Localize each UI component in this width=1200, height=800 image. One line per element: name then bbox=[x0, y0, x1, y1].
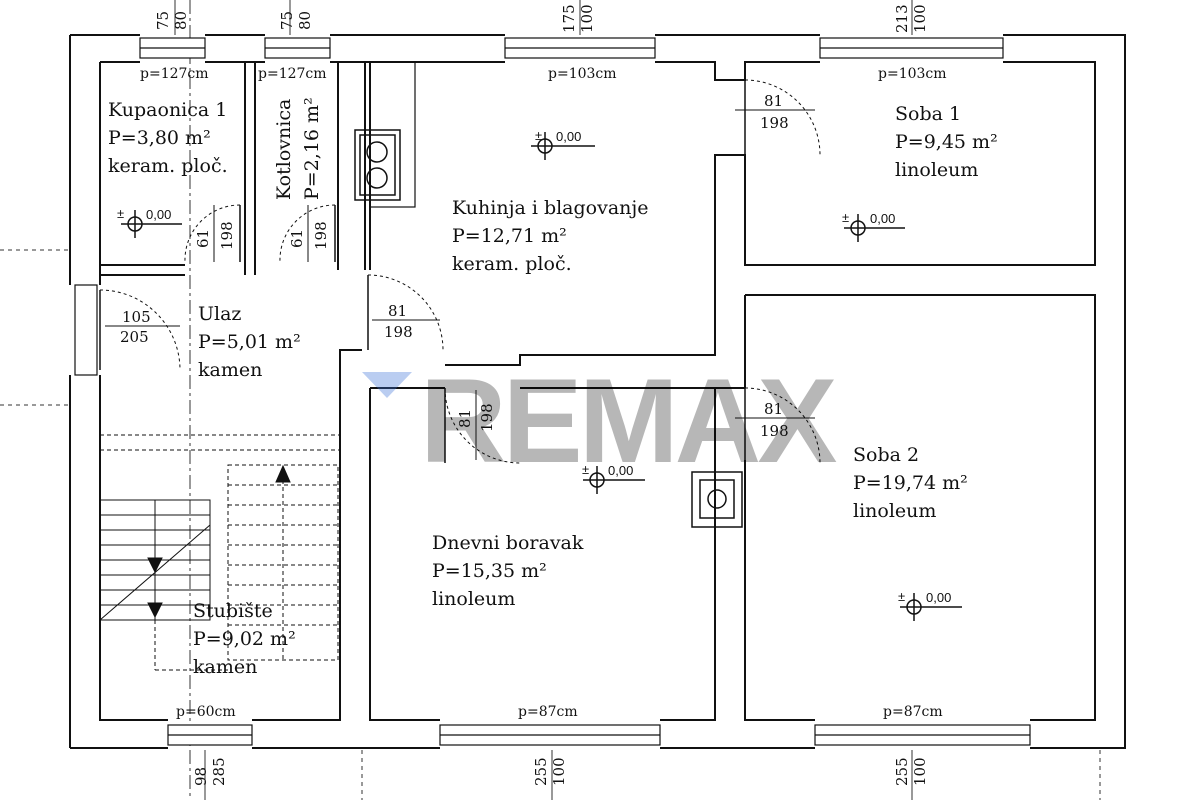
door-dimensions: 61 198 61 198 81 198 81 198 105 205 81 1… bbox=[120, 92, 789, 440]
door-dim: 61 bbox=[288, 229, 306, 248]
room-stubiste: Stubište P=9,02 m² kamen bbox=[193, 600, 296, 678]
room-kupaonica: Kupaonica 1 P=3,80 m² keram. ploč. bbox=[108, 99, 228, 177]
sill-label: p=127cm bbox=[140, 66, 209, 82]
room-floor: kamen bbox=[193, 656, 257, 678]
level-value: 0,00 bbox=[556, 129, 581, 144]
room-area: P=3,80 m² bbox=[108, 127, 211, 149]
watermark: REMAX bbox=[420, 354, 836, 488]
level-markers bbox=[121, 132, 962, 621]
sill-label: p=60cm bbox=[176, 704, 236, 720]
room-floor: keram. ploč. bbox=[108, 155, 228, 177]
level-value: 0,00 bbox=[926, 590, 951, 605]
window-dim: 255 bbox=[893, 757, 911, 786]
room-floor: keram. ploč. bbox=[452, 253, 572, 275]
sill-label: p=87cm bbox=[518, 704, 578, 720]
door-dim-lines bbox=[105, 109, 815, 460]
room-soba-1: Soba 1 P=9,45 m² linoleum bbox=[895, 103, 998, 181]
room-floor: linoleum bbox=[432, 588, 515, 610]
door-dim: 81 bbox=[456, 409, 474, 428]
room-area: P=9,02 m² bbox=[193, 628, 296, 650]
window-dim: 175 bbox=[560, 4, 578, 33]
door-leaves bbox=[99, 80, 746, 463]
window-dim: 100 bbox=[911, 757, 929, 786]
room-name: Kupaonica 1 bbox=[108, 99, 227, 121]
level-sign: ± bbox=[842, 210, 849, 225]
walls bbox=[69, 34, 1126, 749]
door-dim: 198 bbox=[384, 323, 413, 341]
windows bbox=[74, 37, 1031, 746]
room-kuhinja: Kuhinja i blagovanje P=12,71 m² keram. p… bbox=[452, 197, 649, 275]
room-name: Ulaz bbox=[198, 303, 241, 325]
room-dnevni-boravak: Dnevni boravak P=15,35 m² linoleum bbox=[432, 532, 584, 610]
axis-lines bbox=[0, 0, 1101, 800]
room-name: Kotlovnica bbox=[273, 99, 295, 200]
kitchen-stove bbox=[354, 129, 401, 201]
sill-label: p=127cm bbox=[258, 66, 327, 82]
door-dim: 205 bbox=[120, 328, 149, 346]
window-dim: 100 bbox=[578, 4, 596, 33]
level-value: 0,00 bbox=[870, 211, 895, 226]
door-dim: 81 bbox=[388, 302, 407, 320]
room-floor: kamen bbox=[198, 359, 262, 381]
room-area: P=15,35 m² bbox=[432, 560, 547, 582]
room-area: P=19,74 m² bbox=[853, 472, 968, 494]
door-dim: 198 bbox=[218, 221, 236, 250]
level-sign: ± bbox=[535, 128, 542, 143]
level-value: 0,00 bbox=[608, 463, 633, 478]
door-dim: 61 bbox=[194, 229, 212, 248]
window-dim: 100 bbox=[550, 757, 568, 786]
level-value: 0,00 bbox=[146, 207, 171, 222]
room-name: Soba 2 bbox=[853, 444, 919, 466]
door-dim: 198 bbox=[760, 422, 789, 440]
room-floor: linoleum bbox=[895, 159, 978, 181]
level-labels: ± 0,00 ± 0,00 ± 0,00 ± 0,00 ± 0,00 bbox=[117, 128, 951, 605]
room-area: P=12,71 m² bbox=[452, 225, 567, 247]
window-dim: 213 bbox=[893, 4, 911, 33]
window-dimensions: 75 80 75 80 175 100 213 100 98 285 255 1… bbox=[154, 4, 929, 786]
kitchen-counter bbox=[369, 61, 416, 208]
room-ulaz: Ulaz P=5,01 m² kamen bbox=[198, 303, 301, 381]
room-name: Stubište bbox=[193, 600, 273, 622]
room-name: Dnevni boravak bbox=[432, 532, 584, 554]
door-dim: 81 bbox=[764, 92, 783, 110]
room-floor: linoleum bbox=[853, 500, 936, 522]
room-area: P=5,01 m² bbox=[198, 331, 301, 353]
window-dim: 75 bbox=[154, 11, 172, 30]
door-swings bbox=[99, 79, 821, 464]
door-dim: 198 bbox=[478, 403, 496, 432]
door-dim: 105 bbox=[122, 308, 151, 326]
door-dim: 198 bbox=[760, 114, 789, 132]
level-sign: ± bbox=[117, 206, 124, 221]
room-kotlovnica: Kotlovnica P=2,16 m² bbox=[273, 97, 323, 200]
window-dim: 80 bbox=[296, 11, 314, 30]
level-sign: ± bbox=[898, 589, 905, 604]
door-dim: 81 bbox=[764, 400, 783, 418]
room-name: Soba 1 bbox=[895, 103, 961, 125]
window-dim: 75 bbox=[278, 11, 296, 30]
room-area: P=9,45 m² bbox=[895, 131, 998, 153]
sill-label: p=103cm bbox=[548, 66, 617, 82]
sill-label: p=87cm bbox=[883, 704, 943, 720]
staircase bbox=[99, 434, 340, 671]
window-dim: 255 bbox=[532, 757, 550, 786]
room-name: Kuhinja i blagovanje bbox=[452, 197, 649, 219]
door-dim: 198 bbox=[312, 221, 330, 250]
chimney bbox=[691, 471, 743, 528]
window-dim: 100 bbox=[911, 4, 929, 33]
sill-label: p=103cm bbox=[878, 66, 947, 82]
sill-heights: p=127cm p=127cm p=103cm p=103cm p=60cm p… bbox=[140, 66, 947, 720]
window-dim: 98 bbox=[192, 767, 210, 786]
level-sign: ± bbox=[582, 462, 589, 477]
room-area: P=2,16 m² bbox=[301, 97, 323, 200]
window-dim: 80 bbox=[172, 11, 190, 30]
window-dim: 285 bbox=[210, 757, 228, 786]
watermark-logo-mark bbox=[362, 372, 412, 398]
room-soba-2: Soba 2 P=19,74 m² linoleum bbox=[853, 444, 968, 522]
